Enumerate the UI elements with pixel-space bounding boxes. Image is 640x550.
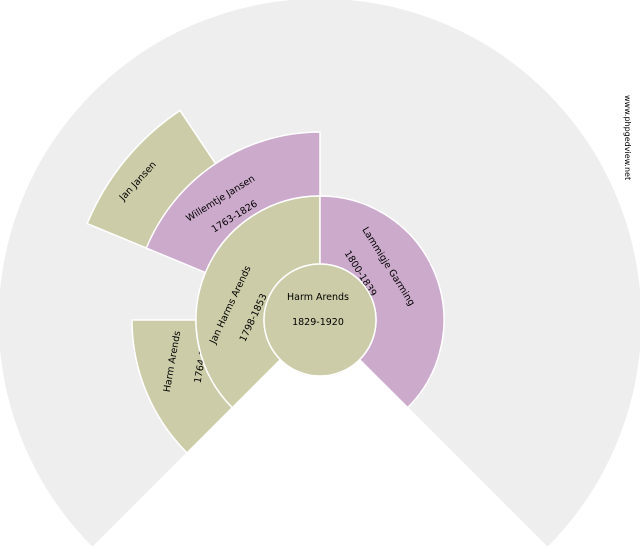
credit-link[interactable]: www.phpgedview.net [623, 95, 632, 181]
person-dates: 1829-1920 [292, 317, 344, 328]
root-person-circle[interactable]: Harm Arends 1829-1920 [263, 263, 377, 377]
sector-paternal-grandmother-father[interactable]: Jan Jansen [86, 109, 218, 250]
sector-father[interactable]: Jan Harms Arends 1798-1853 [195, 195, 321, 409]
person-name: Harm Arends [287, 292, 349, 303]
